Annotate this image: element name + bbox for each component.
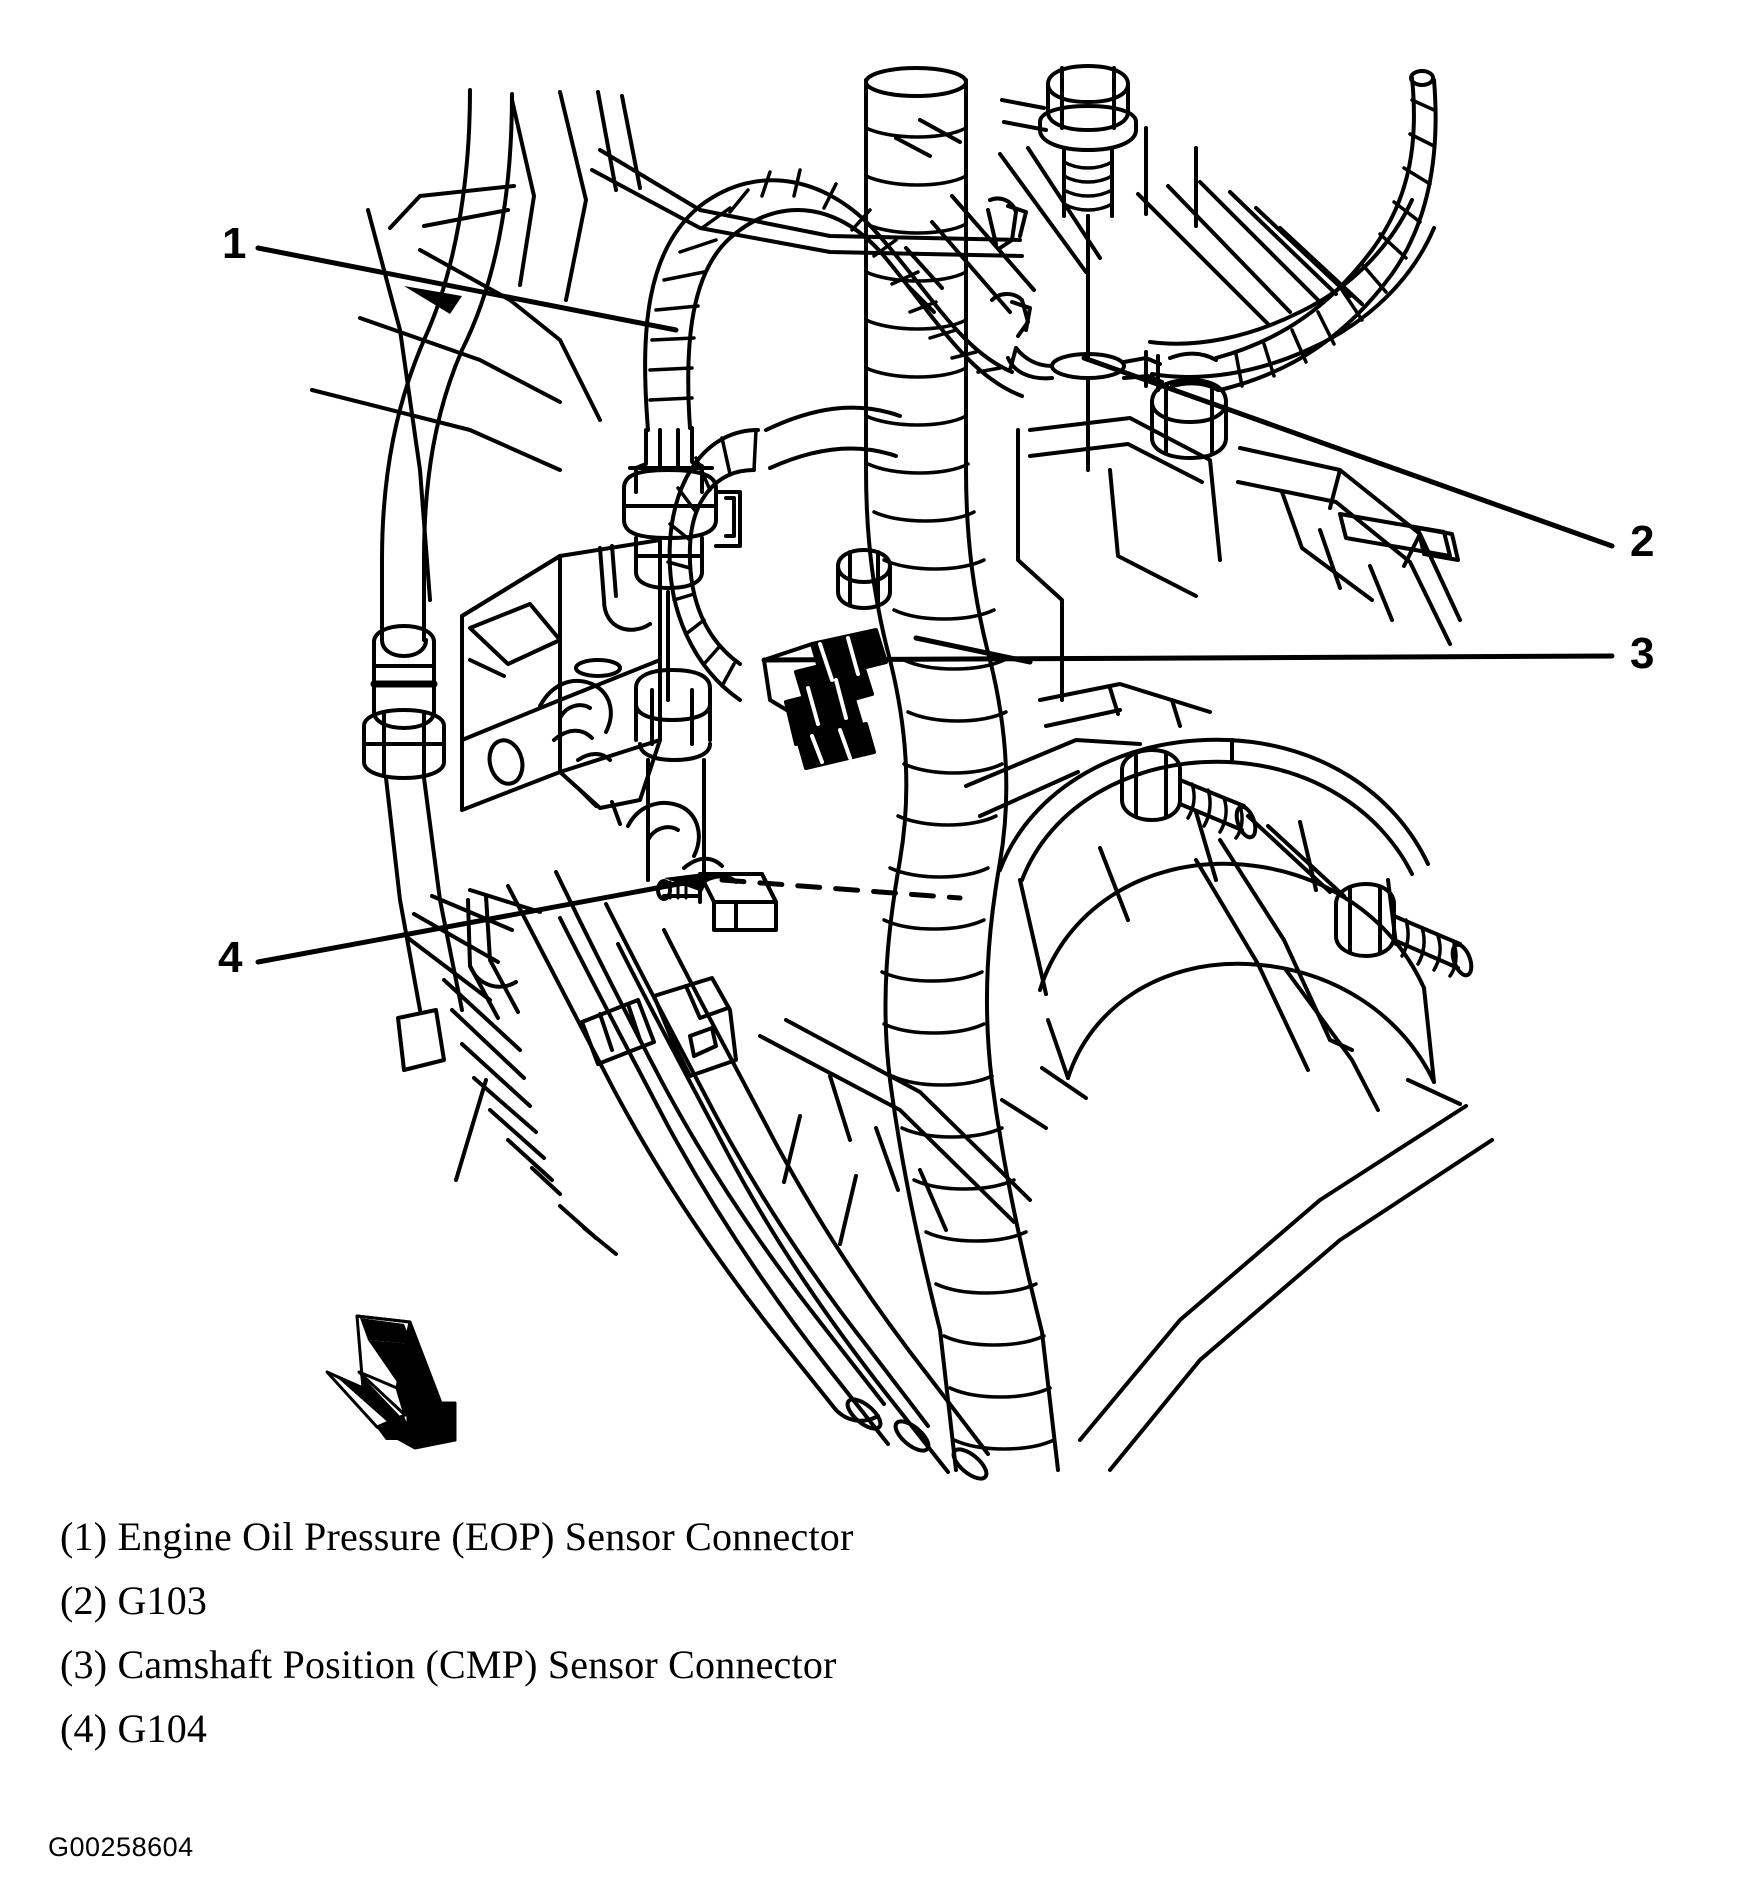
right-diagonal-structure bbox=[964, 682, 1494, 1472]
legend-item-1: (1) Engine Oil Pressure (EOP) Sensor Con… bbox=[60, 1514, 854, 1559]
callout-number-1: 1 bbox=[222, 219, 247, 268]
legend-item-2: (2) G103 bbox=[60, 1578, 208, 1623]
leader-arrow-4 bbox=[664, 872, 712, 892]
callout-number-2: 2 bbox=[1630, 517, 1655, 566]
diagram-canvas: 1 2 3 4 bbox=[218, 64, 1655, 1481]
legend-list: (1) Engine Oil Pressure (EOP) Sensor Con… bbox=[60, 1505, 1660, 1761]
engine-hatch-lines bbox=[894, 118, 1364, 326]
wire-clip-detail bbox=[986, 196, 1032, 338]
legend-item-3: (3) Camshaft Position (CMP) Sensor Conne… bbox=[60, 1642, 837, 1687]
right-side-bolt-lower bbox=[1334, 882, 1474, 978]
leader-arrow-1 bbox=[404, 286, 462, 314]
right-side-bolt-upper bbox=[1120, 748, 1258, 840]
lower-hose-bundle bbox=[506, 870, 990, 1481]
center-bottom-panel bbox=[758, 1018, 1088, 1246]
lower-left-hatch-fan bbox=[406, 888, 618, 1256]
eop-sensor-assembly bbox=[622, 168, 1024, 882]
leader-line-1 bbox=[255, 245, 679, 333]
upper-left-bracket-lines bbox=[310, 90, 1024, 602]
view-direction-arrow-solid bbox=[326, 1318, 452, 1440]
cmp-sensor-connector bbox=[762, 628, 888, 770]
figure-id-label: G00258604 bbox=[48, 1832, 194, 1862]
leader-line-3 bbox=[761, 635, 1615, 665]
leader-line-4-dashed bbox=[719, 877, 963, 901]
hex-nut-detail bbox=[836, 548, 892, 610]
left-edge-detail bbox=[1000, 98, 1048, 132]
callout-number-3: 3 bbox=[1630, 629, 1655, 678]
leader-line-4 bbox=[255, 877, 703, 965]
g103-ground-bolt bbox=[1006, 64, 1438, 472]
rect-detail-near-leader-2 bbox=[1338, 512, 1460, 562]
legend-item-4: (4) G104 bbox=[60, 1706, 208, 1751]
leader-line-2 bbox=[1081, 355, 1615, 549]
right-engine-housing bbox=[1016, 378, 1462, 702]
engine-component-line-drawing bbox=[255, 64, 1615, 1481]
callout-number-4: 4 bbox=[218, 933, 243, 982]
cmp-branch-conduit bbox=[666, 405, 902, 702]
